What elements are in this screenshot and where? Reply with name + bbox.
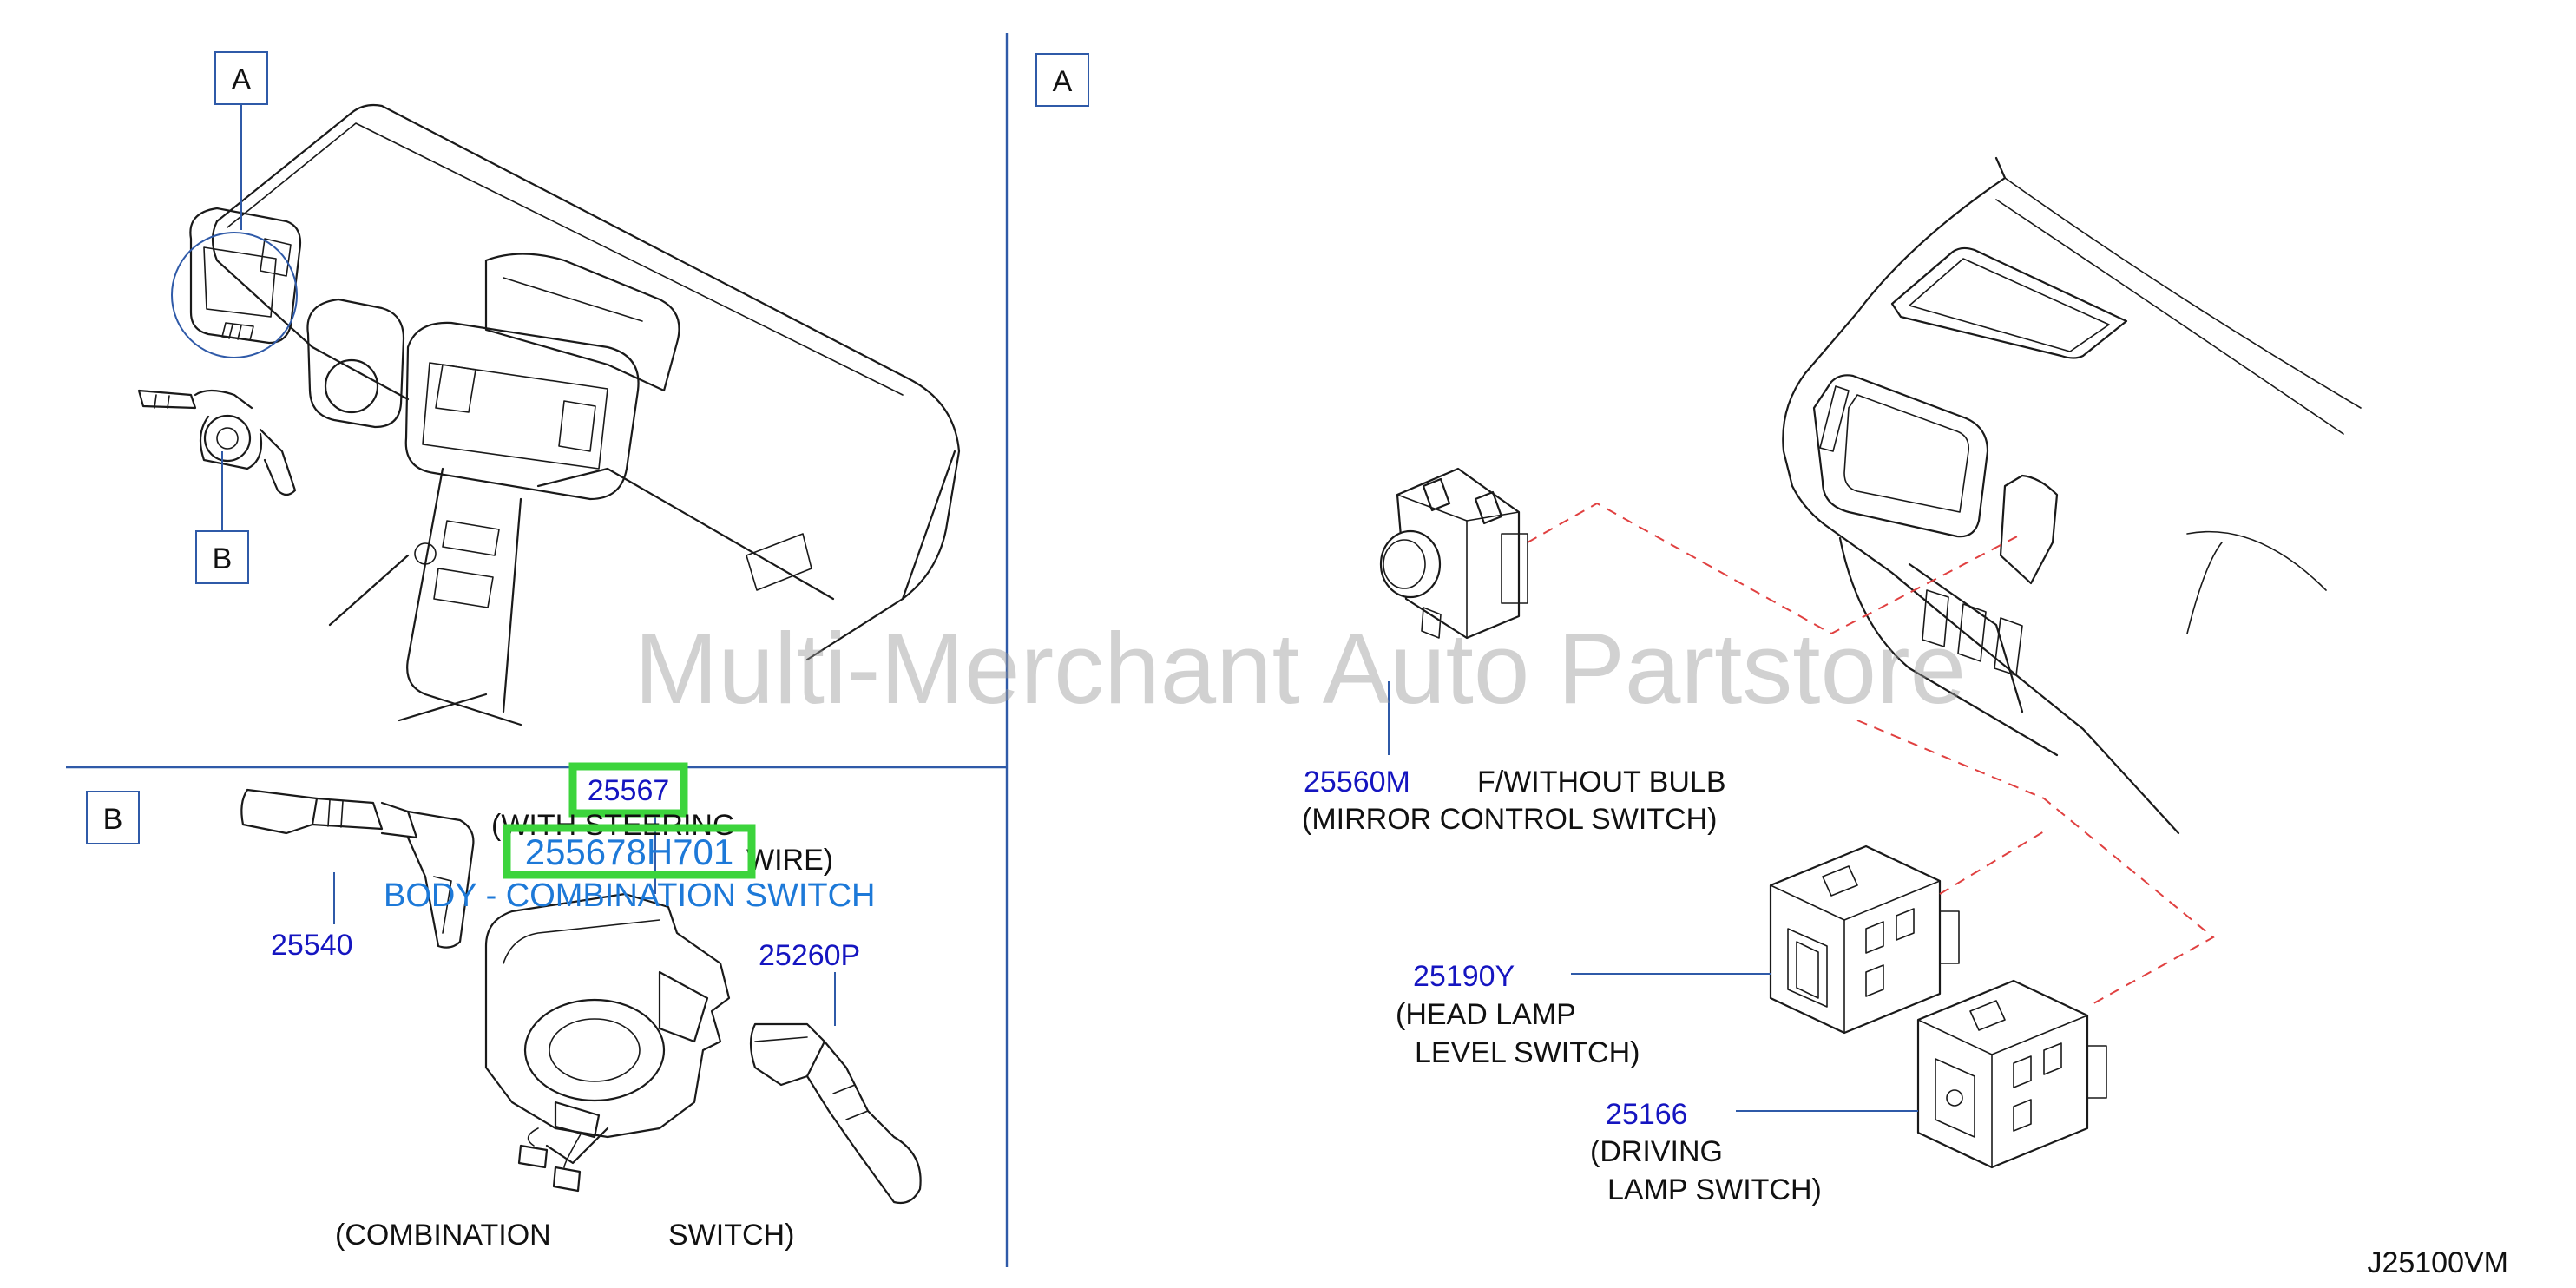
part-25560M-drawing	[1379, 467, 1528, 755]
part-25540-drawing	[240, 788, 475, 949]
part-25166-drawing	[1736, 979, 2107, 1169]
section-dividers	[66, 33, 1009, 1267]
bottom-caption-left: (COMBINATION	[335, 1219, 551, 1252]
part-25190Y-note-line1: (HEAD LAMP	[1396, 998, 1576, 1031]
part-255678H701-description: BODY - COMBINATION SWITCH	[384, 877, 876, 914]
callout-A-overview: A	[214, 51, 268, 230]
part-number-25166: 25166	[1606, 1098, 1688, 1131]
part-255678H701-callout[interactable]: 255678H701 BODY - COMBINATION SWITCH	[384, 824, 876, 914]
part-25190Y-note-line2: LEVEL SWITCH)	[1415, 1036, 1640, 1069]
part-number-255678H701: 255678H701	[525, 831, 734, 872]
part-number-25260P: 25260P	[759, 939, 860, 972]
section-A-detail-label: A	[1053, 65, 1073, 98]
part-number-25540: 25540	[271, 929, 353, 962]
part-25567-note-line2: WIRE)	[746, 844, 833, 877]
part-number-25190Y: 25190Y	[1413, 960, 1515, 993]
part-25560M-note-line1: F/WITHOUT BULB	[1477, 766, 1726, 798]
dashboard-overview-drawing	[171, 103, 961, 726]
part-25166-note-line2: LAMP SWITCH)	[1607, 1173, 1822, 1206]
section-B-label: B	[103, 803, 123, 836]
part-25560M-callout: 25560M F/WITHOUT BULB (MIRROR CONTROL SW…	[1302, 766, 1726, 836]
section-B-box: B	[86, 791, 140, 844]
watermark: Multi-Merchant Auto Partstore	[634, 612, 1966, 725]
part-number-25560M: 25560M	[1304, 766, 1410, 798]
drawing-code: J25100VM	[2367, 1246, 2508, 1279]
part-25166-callout: 25166 (DRIVING LAMP SWITCH)	[1590, 1098, 1822, 1206]
callout-B-label: B	[213, 542, 233, 575]
installation-dashed-lines	[1527, 502, 2215, 1008]
callout-B-overview: B	[195, 451, 249, 584]
callout-A-label: A	[232, 63, 252, 96]
part-25560M-note-line2: (MIRROR CONTROL SWITCH)	[1302, 803, 1717, 836]
part-25166-note-line1: (DRIVING	[1590, 1135, 1723, 1168]
combination-switch-overview-drawing	[137, 389, 297, 496]
part-25190Y-callout: 25190Y (HEAD LAMP LEVEL SWITCH)	[1396, 960, 1640, 1069]
part-25567-drawing	[484, 816, 731, 1193]
section-A-detail-box: A	[1035, 53, 1089, 107]
bottom-caption-right: SWITCH)	[668, 1219, 794, 1252]
part-25190Y-drawing	[1571, 844, 1960, 1035]
part-25260P-drawing	[749, 972, 922, 1205]
dashboard-detail-drawing	[1782, 156, 2362, 835]
part-number-25567: 25567	[588, 774, 670, 807]
